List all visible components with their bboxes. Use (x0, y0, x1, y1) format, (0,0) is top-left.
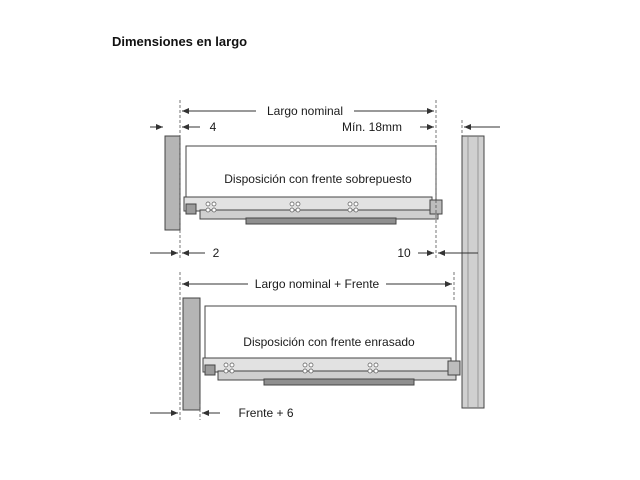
top-bottom-left-label: 2 (213, 246, 220, 260)
bottom-front-panel (182, 297, 201, 411)
cabinet-side-wall (461, 135, 485, 409)
top-bottom-right-label: 10 (397, 246, 411, 260)
top-nominal-length-label: Largo nominal (267, 104, 343, 118)
top-arrangement-caption: Disposición con frente sobrepuesto (224, 172, 412, 186)
top-drawer-slide (183, 196, 443, 225)
diagram-title: Dimensiones en largo (112, 34, 248, 49)
bottom-drawer-slide (202, 357, 461, 386)
top-front-panel (164, 135, 181, 231)
bottom-arrangement-caption: Disposición con frente enrasado (243, 335, 415, 349)
inset-front-arrangement: Largo nominal + Frente Disposición con f… (150, 272, 461, 420)
bottom-nominal-length-label: Largo nominal + Frente (255, 277, 380, 291)
overlay-front-arrangement: Largo nominal 4 Mín. 18mm Disposición co… (150, 100, 500, 260)
top-min-clearance-label: Mín. 18mm (342, 120, 402, 134)
bottom-front-offset-label: Frente + 6 (238, 406, 293, 420)
top-left-gap-label: 4 (210, 120, 217, 134)
